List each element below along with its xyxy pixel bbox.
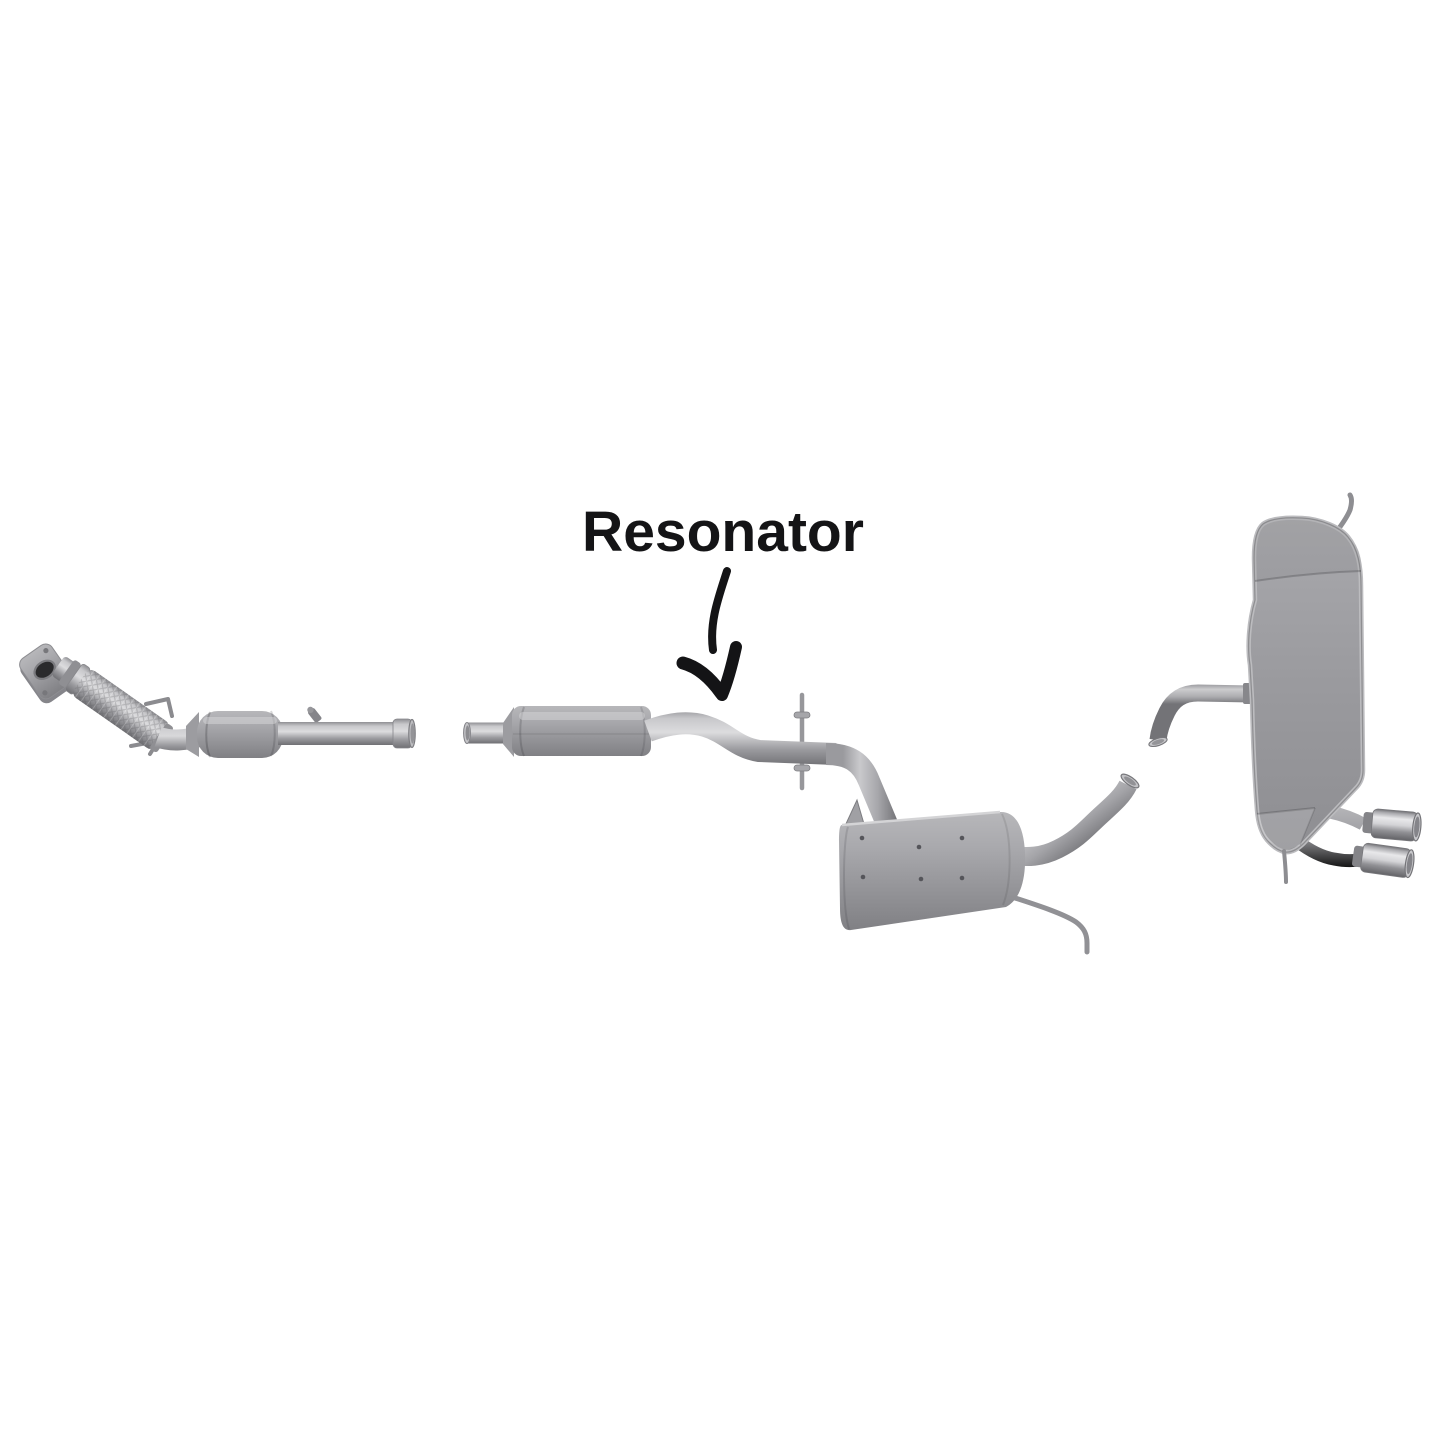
resonator-assembly bbox=[463, 692, 898, 829]
resonator-inlet-stub bbox=[463, 721, 510, 745]
center-muffler-hanger-rod bbox=[1009, 894, 1090, 955]
front-pipe-assembly bbox=[19, 643, 416, 758]
rear-muffler-inlet-pipe bbox=[1149, 684, 1253, 742]
rear-muffler-assembly bbox=[1148, 492, 1422, 884]
resonator-label: Resonator bbox=[582, 500, 864, 564]
oxygen-sensor-boss bbox=[307, 706, 322, 723]
front-pipe bbox=[278, 718, 416, 749]
tailpipe-tip-upper bbox=[1362, 808, 1422, 842]
rear-muffler-bottom-pin bbox=[1282, 849, 1288, 884]
front-hanger-bracket-upper bbox=[144, 697, 174, 718]
outlet-pipe-open-end bbox=[1120, 773, 1140, 789]
resonator-body bbox=[503, 706, 651, 757]
exhaust-flange bbox=[19, 643, 75, 704]
resonator-downpipe-bend bbox=[825, 743, 898, 829]
inlet-pipe-open-end bbox=[1148, 736, 1168, 748]
center-muffler-gusset bbox=[844, 798, 865, 827]
rear-muffler-body bbox=[1246, 515, 1366, 855]
center-hanger-rod bbox=[793, 692, 811, 791]
catalytic-converter bbox=[186, 710, 283, 758]
center-muffler-body bbox=[839, 810, 1026, 931]
lower-tip-connecting-pipe bbox=[1293, 835, 1360, 868]
tailpipe-tip-lower bbox=[1352, 842, 1415, 879]
flange-opening bbox=[33, 659, 56, 680]
center-muffler-assembly bbox=[839, 773, 1140, 955]
upper-tip-connecting-pipe bbox=[1328, 805, 1367, 830]
annotation-arrow-icon bbox=[676, 567, 742, 701]
center-muffler-outlet-pipe bbox=[1006, 780, 1137, 867]
resonator-outlet-pipe bbox=[644, 712, 837, 765]
